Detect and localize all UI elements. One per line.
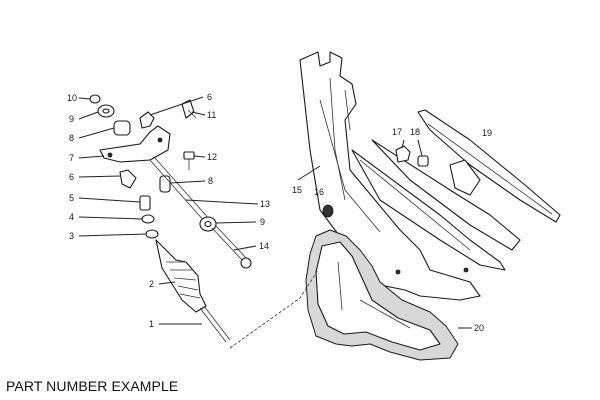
rod-assembly <box>89 94 252 343</box>
callout-9: 9 <box>69 114 74 124</box>
callout-1: 1 <box>149 319 154 329</box>
callout-8-right: 8 <box>208 176 213 186</box>
callout-10: 10 <box>67 93 77 103</box>
callout-5: 5 <box>69 193 74 203</box>
leader-lines <box>78 96 472 329</box>
callout-7: 7 <box>69 153 74 163</box>
callout-14: 14 <box>259 241 269 251</box>
callout-15: 15 <box>292 185 302 195</box>
pedal-bracket-assembly <box>229 51 561 361</box>
callout-6-right: 6 <box>207 92 212 102</box>
callout-12: 12 <box>207 152 217 162</box>
callout-16: 16 <box>314 187 324 197</box>
callout-6: 6 <box>69 172 74 182</box>
callout-11: 11 <box>207 110 216 120</box>
callout-9-right: 9 <box>260 217 265 227</box>
callout-labels: 10 9 8 7 6 5 4 3 2 1 6 11 12 8 13 9 14 1… <box>67 92 492 333</box>
caption: PART NUMBER EXAMPLE <box>6 378 179 394</box>
callout-2: 2 <box>149 279 154 289</box>
callout-20: 20 <box>474 323 484 333</box>
callout-17: 17 <box>392 127 402 137</box>
callout-18: 18 <box>410 127 420 137</box>
callout-13: 13 <box>260 199 270 209</box>
callout-19: 19 <box>482 128 492 138</box>
callout-8: 8 <box>69 133 74 143</box>
callout-4: 4 <box>69 212 74 222</box>
callout-3: 3 <box>69 231 74 241</box>
